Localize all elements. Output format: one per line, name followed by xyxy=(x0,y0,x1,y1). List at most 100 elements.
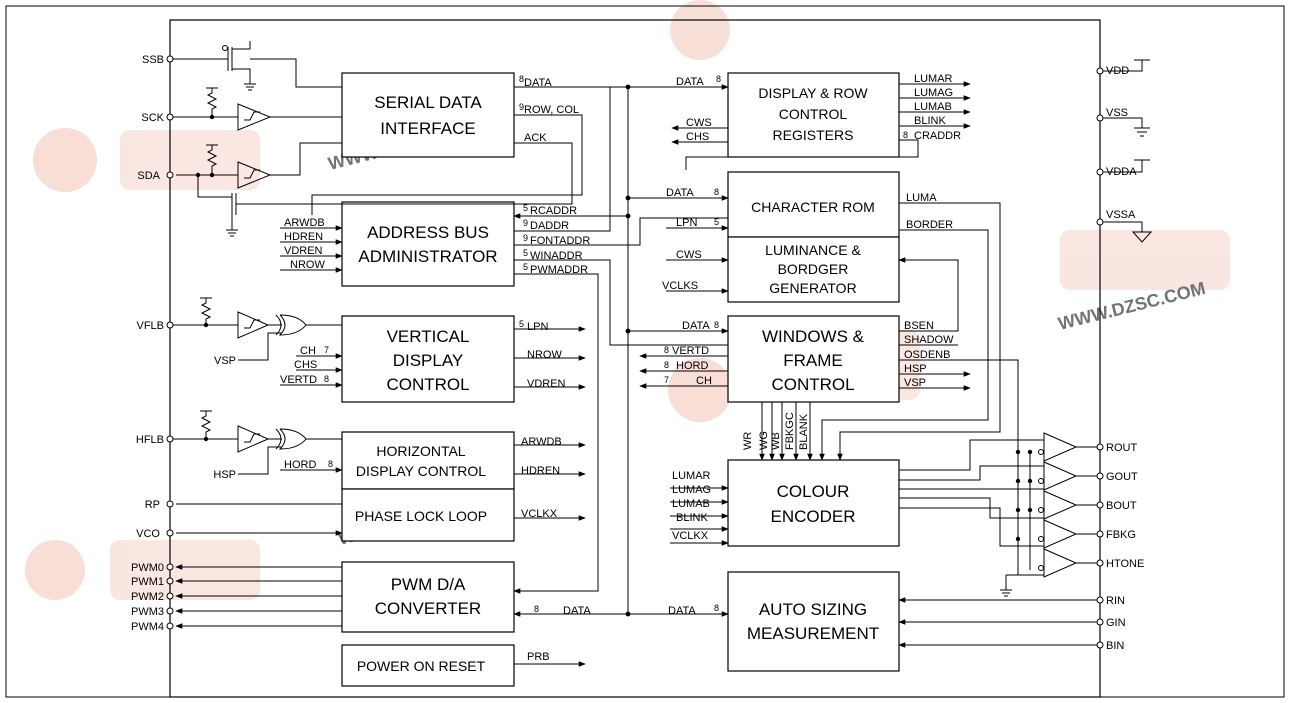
pin-vssa-label: VSSA xyxy=(1106,209,1136,221)
sig-lumag-in: LUMAG xyxy=(672,484,711,496)
pin-pwm1-label: PWM1 xyxy=(131,576,164,588)
phase-lock-loop-block xyxy=(341,488,515,542)
vert-title-line3: CONTROL xyxy=(386,375,469,394)
chip-boundary xyxy=(169,19,1101,698)
pin-hflb-icon xyxy=(166,435,174,443)
serial-title-line2: INTERFACE xyxy=(380,119,475,138)
bus-w5-winaddr: 5 xyxy=(523,248,528,258)
sig-hord-in: HORD xyxy=(284,459,316,471)
sig-vertd-in: VERTD xyxy=(280,374,317,386)
bus-w8-vertd: 8 xyxy=(324,374,329,384)
pin-htone-label: HTONE xyxy=(1106,558,1144,570)
sig-osdenb: OSDENB xyxy=(904,349,950,361)
vdda-supply-icon xyxy=(1103,159,1150,173)
sig-rowcol-serial: ROW, COL xyxy=(524,104,579,116)
vflb-pullup-resistor-icon xyxy=(200,297,212,325)
win-title-line1: WINDOWS & xyxy=(762,327,865,346)
sig-lumar-out: LUMAR xyxy=(914,73,953,85)
sck-schmitt-buffer-icon xyxy=(237,103,272,131)
serial-title-line1: SERIAL DATA xyxy=(374,93,482,112)
pin-vco-icon xyxy=(166,529,174,537)
sig-lumar-in: LUMAR xyxy=(672,470,711,482)
bus-w8-vertd-win: 8 xyxy=(664,345,669,355)
pin-rp-label: RP xyxy=(145,499,160,511)
pin-pwm4-label: PWM4 xyxy=(131,621,164,633)
sig-data-charrom: DATA xyxy=(666,187,694,199)
sig-fbkgc: FBKGC xyxy=(784,412,796,450)
sig-hsp-win: HSP xyxy=(904,363,927,375)
sig-hord-win: HORD xyxy=(676,360,708,372)
sig-lpn-charrom: LPN xyxy=(676,217,697,229)
pin-vdd-icon xyxy=(1096,67,1104,75)
sig-blink-out: BLINK xyxy=(914,115,946,127)
serial-data-interface-block xyxy=(341,72,515,158)
sig-blank: BLANK xyxy=(798,413,810,450)
sig-pwmaddr: PWMADDR xyxy=(530,264,588,276)
sck-pullup-resistor-icon xyxy=(206,87,218,117)
pin-sck-icon xyxy=(166,113,174,121)
bus-w5-rcaddr: 5 xyxy=(523,203,528,213)
pin-vssa-icon xyxy=(1096,218,1104,226)
sig-nrow-vert: NROW xyxy=(527,349,562,361)
pin-sck-label: SCK xyxy=(141,112,164,124)
pll-title: PHASE LOCK LOOP xyxy=(355,508,487,524)
pin-bout-icon xyxy=(1096,501,1104,509)
colour-title-line2: ENCODER xyxy=(770,507,855,526)
horizontal-display-control-block xyxy=(341,431,515,490)
sig-lpn-vert: LPN xyxy=(527,321,548,333)
pin-rp-icon xyxy=(166,500,174,508)
ground-icon xyxy=(244,78,256,91)
watermark-mark xyxy=(1060,230,1230,290)
pin-gout-icon xyxy=(1096,472,1104,480)
vertical-display-control-block xyxy=(341,315,515,403)
sig-shadow: SHADOW xyxy=(904,334,954,346)
lum-title-line2: BORDGER xyxy=(778,261,849,277)
vdd-supply-icon xyxy=(1103,59,1150,72)
bus-w8-craddr: 8 xyxy=(903,130,908,140)
bus-w8-hord: 8 xyxy=(328,459,333,469)
bus-w7-ch-win: 7 xyxy=(664,375,669,385)
address-bus-administrator-block xyxy=(341,201,515,287)
pin-sda-label: SDA xyxy=(137,170,160,182)
sig-ack-serial: ACK xyxy=(524,132,547,144)
hflb-pullup-resistor-icon xyxy=(200,410,212,439)
pin-gin-label: GIN xyxy=(1106,617,1126,629)
pin-vss-label: VSS xyxy=(1106,107,1128,119)
pin-hflb-label: HFLB xyxy=(136,434,164,446)
pin-pwm0-label: PWM0 xyxy=(131,562,164,574)
watermark-logo-icon xyxy=(670,0,730,60)
bus-w8-auto: 8 xyxy=(714,603,719,613)
sig-vclkx-pll: VCLKX xyxy=(521,508,558,520)
lum-title-line3: GENERATOR xyxy=(769,280,856,296)
buffer-gout-icon xyxy=(1043,461,1078,491)
pin-vdda-icon xyxy=(1096,168,1104,176)
pin-sda-icon xyxy=(166,171,174,179)
pin-vflb-icon xyxy=(166,321,174,329)
pin-pwm3-label: PWM3 xyxy=(131,606,164,618)
buffer-bout-icon xyxy=(1043,490,1078,520)
pin-bin-label: BIN xyxy=(1106,640,1124,652)
sig-arwdb-in: ARWDB xyxy=(284,217,325,229)
sig-fontaddr: FONTADDR xyxy=(530,235,590,247)
pwm-title-line2: CONVERTER xyxy=(375,599,481,618)
addr-title-line2: ADMINISTRATOR xyxy=(358,247,497,266)
pin-rout-label: ROUT xyxy=(1106,442,1137,454)
watermark-logo-icon xyxy=(33,128,97,192)
pin-pwm2-icon xyxy=(166,592,174,600)
bus-w9-serial: 9 xyxy=(519,102,524,112)
sig-vertd-win: VERTD xyxy=(672,345,709,357)
watermark-logo-icon xyxy=(25,540,85,600)
disprow-title-line1: DISPLAY & ROW xyxy=(758,85,868,101)
watermark-logo-icon xyxy=(668,358,732,422)
bus-w5-pwmaddr: 5 xyxy=(523,262,528,272)
colour-title-line1: COLOUR xyxy=(777,482,850,501)
sig-rcaddr: RCADDR xyxy=(530,205,577,217)
hflb-schmitt-buffer-icon xyxy=(237,425,270,453)
bus-w9-daddr: 9 xyxy=(523,218,528,228)
windows-frame-control-block xyxy=(727,315,900,403)
sig-vsp-win: VSP xyxy=(904,377,926,389)
sig-luma: LUMA xyxy=(906,192,937,204)
pin-vco-label: VCO xyxy=(136,528,160,540)
pin-hsp-label: HSP xyxy=(213,469,236,481)
